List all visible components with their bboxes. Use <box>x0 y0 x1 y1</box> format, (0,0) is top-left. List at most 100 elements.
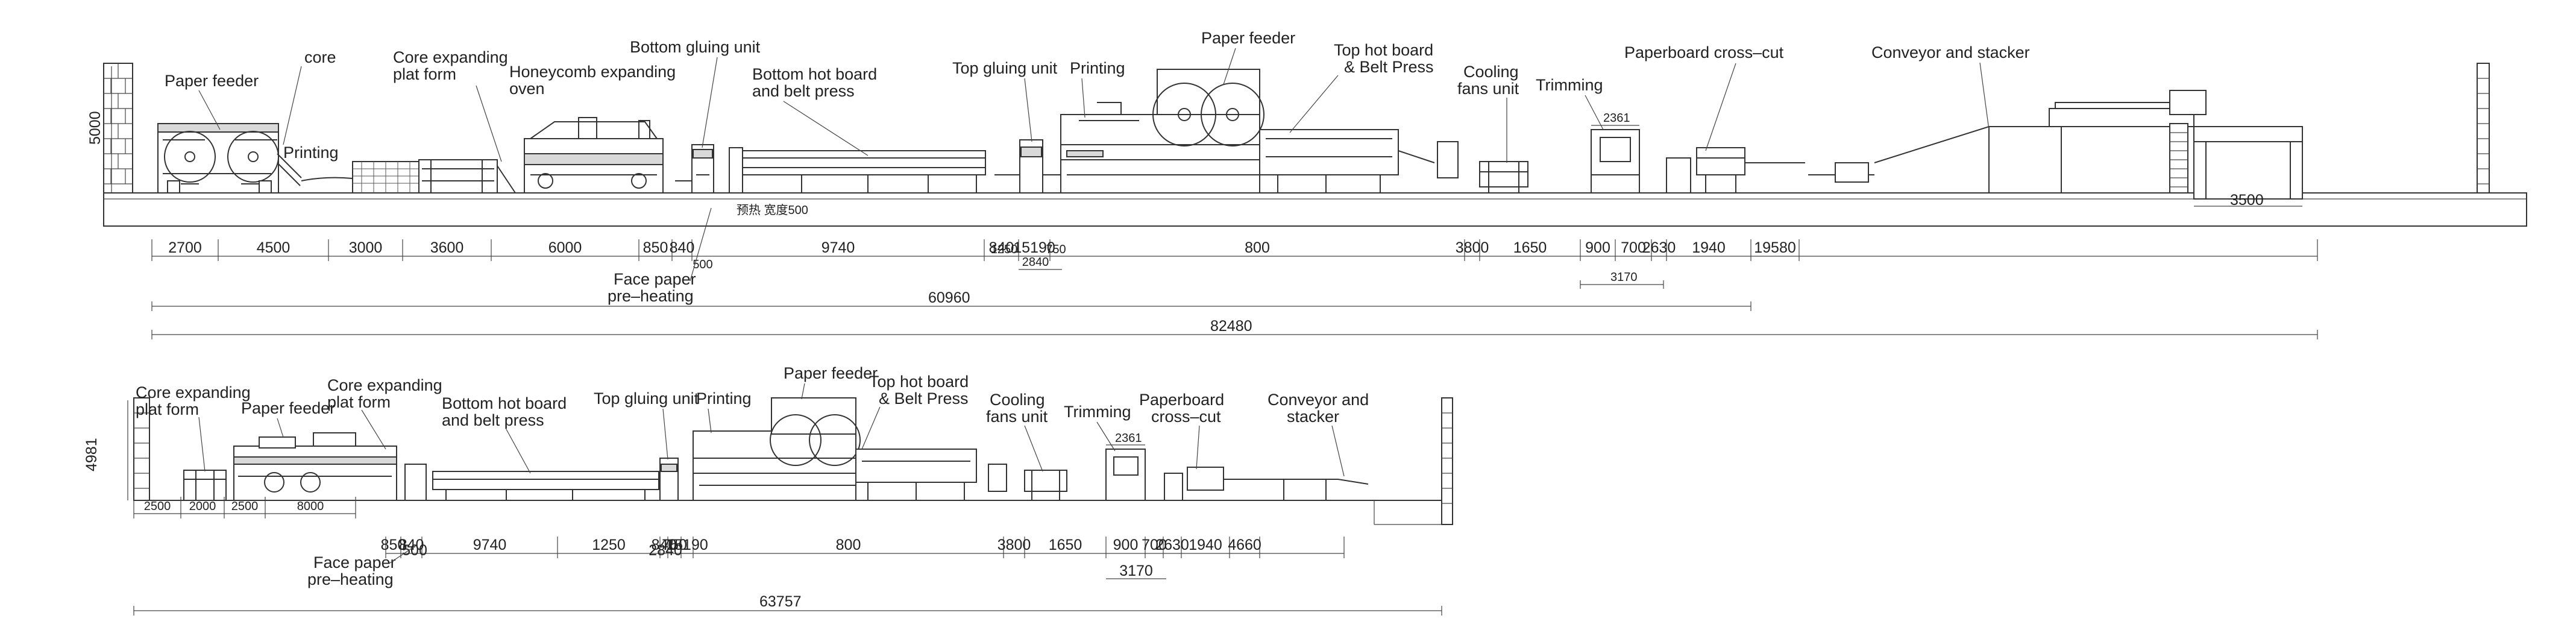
line1-dim-value: 3000 <box>349 239 383 256</box>
line1-dim-value: 9740 <box>821 239 855 256</box>
line1-labels: Paper feeder core Printing Core expandin… <box>165 29 2030 305</box>
line2-label-cooling: Cooling fans unit <box>986 391 1049 426</box>
line1-cooling-l1: Cooling <box>1463 63 1519 81</box>
line2-face-paper-l1: Face paper <box>313 553 396 572</box>
line1-dim-value: 850 <box>643 239 668 256</box>
line2-label-trimming: Trimming <box>1064 403 1131 421</box>
line1-trimming-machine: 2361 <box>1591 112 1640 194</box>
line2-cooling-l1: Cooling <box>990 391 1045 409</box>
line2-dim-value: 840 <box>399 537 424 553</box>
line1-total-mid-text: 60960 <box>928 289 970 306</box>
line1-label-printing-a: Printing <box>283 143 339 162</box>
line2-total: 63757 <box>133 593 1442 616</box>
line1-dim-extra-value: 500 <box>693 258 712 271</box>
line2-top-hot-board-press <box>693 397 1007 501</box>
line1-left-wall <box>103 63 133 194</box>
line2-dim-extra-value: 3170 <box>1119 562 1153 579</box>
line1-honeycomb-oven <box>524 117 664 194</box>
line1-dim-value: 700 <box>1621 239 1646 256</box>
line1-bottom-hot-l2: and belt press <box>752 82 855 100</box>
line2-bottom-hot-l1: Bottom hot board <box>442 394 567 412</box>
line2-dim-value: 850 <box>381 537 406 553</box>
line1-dim-value: 1650 <box>1513 239 1547 256</box>
line1-cross-cut-machine <box>1666 147 1805 194</box>
line1-height-dimension: 5000 <box>87 66 112 193</box>
line2-cross-cut-machine <box>1164 467 1272 501</box>
line2-floor <box>134 500 1442 525</box>
line1-top-gluing-machine <box>994 139 1061 194</box>
line1-label-bottom-gluing: Bottom gluing unit <box>630 38 761 56</box>
line2-conveyor-l1: Conveyor and <box>1268 391 1369 409</box>
line2-height-label: 4981 <box>83 438 100 471</box>
line2-core-expanding-l2: plat form <box>136 400 199 418</box>
line2-cooling-l2: fans unit <box>986 408 1048 426</box>
line2-bottom-hot-board-press <box>404 464 659 501</box>
line1-small-note: 预热 宽度500 <box>737 203 808 217</box>
line1-core-expanding-l2: plat form <box>393 65 456 83</box>
line1-top-hot-board-press <box>1060 69 1459 194</box>
line1-label-paper-feeder: Paper feeder <box>165 72 259 90</box>
line1-label-core: core <box>304 48 336 66</box>
line2-labels: Core expanding plat form Paper feeder Co… <box>136 364 1374 588</box>
line2-dim-small-value: 2000 <box>189 500 216 513</box>
line2-paper-feeder-machine <box>233 432 397 501</box>
line1-label-honeycomb: Honeycomb expanding oven <box>509 63 680 98</box>
line1-dim-extra-value: 2840 <box>1022 256 1049 269</box>
line1-dim-value: 6000 <box>548 239 582 256</box>
line2-trimming-machine: 2361 <box>1105 432 1146 501</box>
line1-label-cross-cut: Paperboard cross–cut <box>1624 43 1784 61</box>
line1-label-printing-b: Printing <box>1070 59 1125 77</box>
line2-dim-small-value: 2500 <box>144 500 171 513</box>
line1-label-top-hot-board: Top hot board & Belt Press <box>1334 41 1438 76</box>
line2-core-expanding-b-l2: plat form <box>327 393 391 411</box>
line2-bottom-hot-l2: and belt press <box>442 411 544 429</box>
line2-dim-small-value: 8000 <box>297 500 324 513</box>
line1-honeycomb-l2: oven <box>509 80 545 98</box>
line2-trim-width: 2361 <box>1115 432 1142 445</box>
line2-dim-value: 9740 <box>473 537 507 553</box>
line1-face-paper-l2: pre–heating <box>608 287 694 305</box>
line1-dim-value: 840 <box>670 239 695 256</box>
line1-bottom-gluing-machine <box>675 144 714 194</box>
line1-right-wall <box>2477 63 2490 194</box>
line2-dim-value: 1250 <box>592 537 626 553</box>
line1-paper-feeder-machine <box>157 123 302 194</box>
line2-cross-cut-l1: Paperboard <box>1139 391 1224 409</box>
line1-cooling-fans-machine <box>1479 161 1528 193</box>
line1-height-label: 5000 <box>87 111 104 145</box>
line1-total: 82480 <box>151 318 2318 339</box>
line1-conveyor-stacker-machine: 3500 <box>1808 90 2303 209</box>
line1-core-expanding-l1: Core expanding <box>393 48 508 66</box>
line1-layout: 5000 <box>87 29 2527 339</box>
line1-dim-value: 3600 <box>430 239 464 256</box>
line1-dim-value: 1940 <box>1692 239 1726 256</box>
line2-dim-value: 1650 <box>1049 537 1082 553</box>
line2-right-wall <box>1441 397 1453 525</box>
line1-label-cooling: Cooling fans unit <box>1457 63 1523 98</box>
line2-label-core-expanding: Core expanding plat form <box>136 383 255 418</box>
line2-label-printing: Printing <box>696 389 752 408</box>
line1-label-paper-feeder-b: Paper feeder <box>1201 29 1295 47</box>
line2-dim-value: 800 <box>836 537 861 553</box>
line1-dim-value: 3800 <box>1456 239 1489 256</box>
line2-cross-cut-l2: cross–cut <box>1151 408 1221 426</box>
line2-total-text: 63757 <box>759 593 802 610</box>
line2-label-paper-feeder: Paper feeder <box>241 399 335 417</box>
line2-label-face-paper: Face paper pre–heating <box>307 553 400 588</box>
line1-core-expanding-platform <box>418 159 516 194</box>
line1-total-text: 82480 <box>1210 318 1252 335</box>
line2-label-conveyor: Conveyor and stacker <box>1268 391 1374 426</box>
line1-dim-value: 800 <box>1245 239 1270 256</box>
line2-conveyor-stacker-machine <box>1272 479 1369 500</box>
line2-core-expanding-b-l1: Core expanding <box>327 376 442 394</box>
line1-dim-value: 4500 <box>257 239 291 256</box>
line1-dim-extra-value: 750 <box>1046 243 1066 256</box>
line1-label-face-paper: Face paper pre–heating <box>608 270 700 305</box>
line2-dim-value: 1940 <box>1189 537 1222 553</box>
line2-top-hot-l2: & Belt Press <box>879 389 969 408</box>
